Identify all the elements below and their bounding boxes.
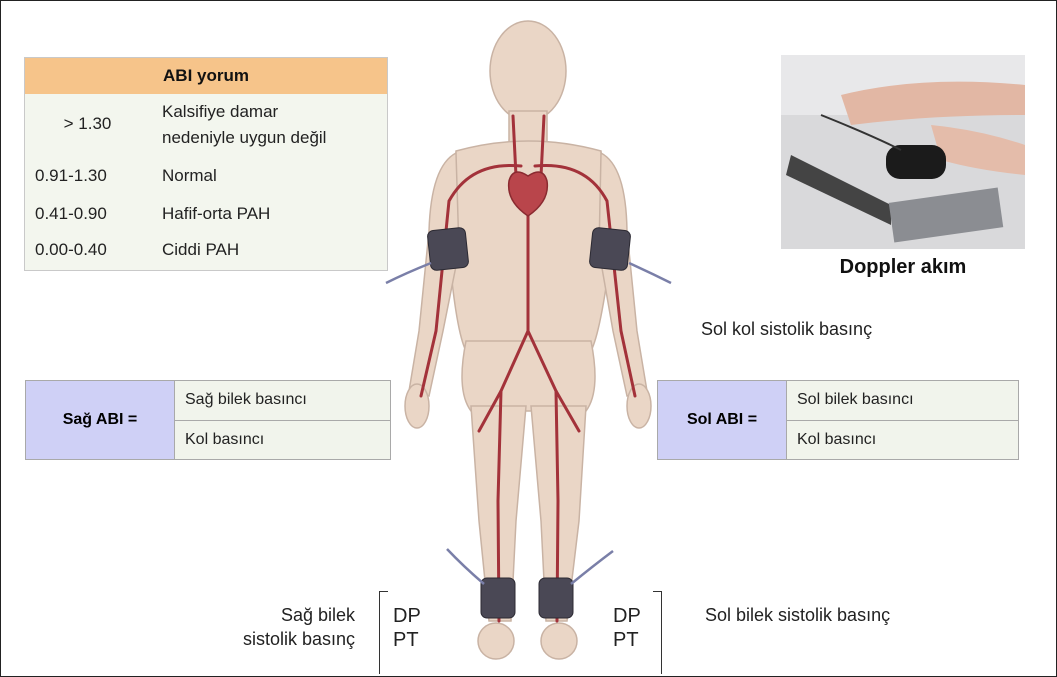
right-ankle-label: Sağ bilek [253, 605, 355, 626]
abi-table-row: > 1.30 Kalsifiye damar nedeniyle uygun d… [25, 100, 387, 150]
left-abi-formula: Sol ABI = Sol bilek basıncı Kol basıncı [657, 380, 1019, 460]
left-pulse-dp: DP [613, 605, 641, 627]
right-abi-label: Sağ ABI = [26, 381, 174, 459]
abi-interpretation: Kalsifiye damar [162, 100, 278, 123]
right-abi-denominator: Kol basıncı [174, 421, 390, 460]
human-body-arteries-illustration [361, 11, 691, 677]
left-pulse-pt: PT [613, 629, 639, 651]
left-arm-pressure-label: Sol kol sistolik basınç [701, 319, 872, 340]
right-pulse-bracket [379, 591, 388, 674]
right-ankle-label-line2: sistolik basınç [197, 629, 355, 650]
abi-interpretation-line2: nedeniyle uygun değil [162, 126, 326, 149]
abi-interpretation: Ciddi PAH [162, 240, 239, 260]
right-pulse-pt: PT [393, 629, 419, 651]
left-abi-denominator: Kol basıncı [786, 421, 1018, 460]
left-ankle-label: Sol bilek sistolik basınç [705, 605, 890, 626]
right-abi-formula: Sağ ABI = Sağ bilek basıncı Kol basıncı [25, 380, 391, 460]
abi-range: 0.00-0.40 [35, 240, 107, 260]
doppler-measurement-photo [781, 55, 1025, 249]
abi-range: 0.41-0.90 [35, 204, 107, 224]
abi-range: 0.91-1.30 [35, 166, 107, 186]
left-abi-label: Sol ABI = [658, 381, 786, 459]
right-pulse-dp: DP [393, 605, 421, 627]
abi-table-header: ABI yorum [25, 58, 387, 94]
doppler-caption: Doppler akım [781, 256, 1025, 279]
abi-interpretation: Normal [162, 166, 217, 186]
abi-range: > 1.30 [25, 114, 150, 134]
abi-interpretation: Hafif-orta PAH [162, 204, 270, 224]
left-abi-numerator: Sol bilek basıncı [786, 381, 1018, 421]
abi-interpretation-table: ABI yorum > 1.30 Kalsifiye damar nedeniy… [24, 57, 388, 271]
left-pulse-bracket [653, 591, 662, 674]
right-abi-numerator: Sağ bilek basıncı [174, 381, 390, 421]
